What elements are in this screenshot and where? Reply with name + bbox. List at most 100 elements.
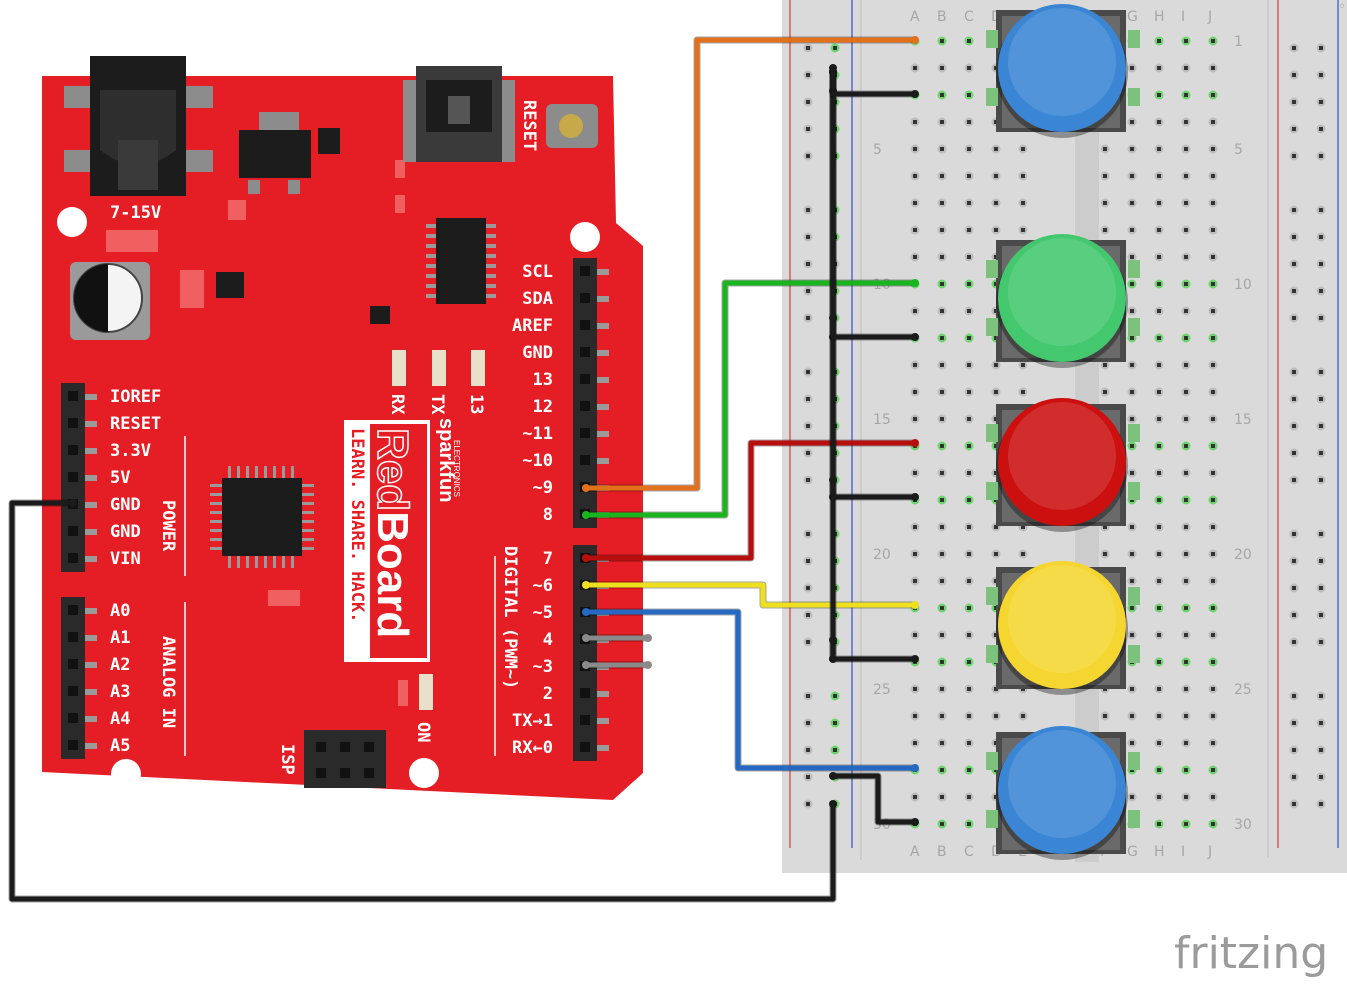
digital-pin-label: ~10: [522, 451, 553, 471]
isp-pin: [364, 768, 374, 778]
button-leg: [986, 482, 998, 500]
usb-connector: [403, 66, 515, 162]
header-pin[interactable]: [68, 472, 78, 482]
header-pin[interactable]: [580, 374, 590, 384]
svg-text:RedBoard: RedBoard: [368, 428, 417, 638]
mount-hole: [57, 207, 87, 237]
button-leg: [986, 810, 998, 828]
on-led-label: ON: [413, 722, 433, 742]
row-number-left: 20: [873, 547, 891, 563]
row-number-right: 1: [1234, 34, 1243, 50]
header-pin[interactable]: [68, 632, 78, 642]
digital-pin-label: SCL: [522, 262, 553, 282]
digital-pin-label: TX→1: [512, 711, 553, 731]
digital-pin-label: 8: [543, 505, 553, 525]
row-number-right: 25: [1234, 682, 1252, 698]
header-pin[interactable]: [580, 347, 590, 357]
isp-pin: [340, 768, 350, 778]
button-cap[interactable]: [998, 398, 1126, 526]
row-number-left: 5: [873, 142, 882, 158]
button-leg: [1128, 88, 1140, 106]
button-cap[interactable]: [998, 234, 1126, 362]
header-pin[interactable]: [68, 418, 78, 428]
pushbutton-blue[interactable]: [986, 726, 1140, 860]
column-label-top: J: [1207, 9, 1212, 25]
button-cap[interactable]: [998, 561, 1126, 689]
power-header-label: POWER: [158, 500, 178, 552]
pushbutton-red[interactable]: [986, 398, 1140, 532]
header-pin[interactable]: [68, 526, 78, 536]
wire-orange-pin9[interactable]: [583, 37, 918, 491]
header-pin[interactable]: [68, 659, 78, 669]
rx-led-label: RX: [387, 394, 407, 415]
digital-pin-label: RX←0: [512, 738, 553, 758]
mount-hole: [409, 758, 439, 788]
header-pin[interactable]: [580, 715, 590, 725]
analog-pin-label: A4: [110, 709, 130, 729]
header-pin[interactable]: [580, 320, 590, 330]
wire-ground-button1[interactable]: [830, 65, 918, 97]
wire-ground-button3[interactable]: [830, 477, 918, 500]
header-pin[interactable]: [68, 686, 78, 696]
row-number-left: 25: [873, 682, 891, 698]
pushbutton-blue[interactable]: [986, 4, 1140, 138]
wire-yellow-pin6[interactable]: [583, 582, 918, 608]
led13-label: 13: [466, 394, 486, 414]
digital-pin-label: ~6: [533, 576, 553, 596]
wire-ground-button4[interactable]: [830, 637, 918, 662]
usb-serial-chip: [426, 218, 496, 304]
header-pin[interactable]: [68, 391, 78, 401]
wire-ground-button5[interactable]: [830, 773, 918, 825]
isp-pin: [364, 742, 374, 752]
header-pin[interactable]: [580, 293, 590, 303]
pushbutton-green[interactable]: [986, 234, 1140, 368]
sparkfun-text: sparkfun: [435, 418, 457, 502]
pushbuttons: [986, 4, 1140, 860]
isp-header: [304, 730, 386, 788]
digital-header-low: [573, 545, 597, 761]
digital-pin-label: 4: [543, 630, 553, 650]
wire-end: [911, 655, 919, 663]
header-pin[interactable]: [580, 742, 590, 752]
header-pin[interactable]: [580, 266, 590, 276]
logo-board-text: Board: [368, 511, 417, 638]
wire-end: [911, 36, 919, 44]
button-leg: [986, 645, 998, 663]
header-pin[interactable]: [68, 553, 78, 563]
header-pin[interactable]: [580, 428, 590, 438]
analog-pin-label: A1: [110, 628, 130, 648]
tagline: LEARN. SHARE. HACK.: [347, 428, 367, 622]
header-pin[interactable]: [580, 401, 590, 411]
button-highlight: [1008, 565, 1116, 673]
header-pin[interactable]: [68, 740, 78, 750]
header-pin[interactable]: [580, 688, 590, 698]
column-label-top: A: [910, 9, 920, 25]
wire-green-pin8[interactable]: [583, 280, 918, 518]
header-pin[interactable]: [68, 605, 78, 615]
button-leg: [1128, 30, 1140, 48]
wire-end: [69, 499, 77, 507]
column-label-top: I: [1181, 9, 1185, 25]
button-cap[interactable]: [998, 726, 1126, 854]
wire-ground-button2[interactable]: [830, 315, 918, 340]
button-highlight: [1008, 8, 1116, 116]
button-highlight: [1008, 402, 1116, 510]
pushbutton-yellow[interactable]: [986, 561, 1140, 695]
button-leg: [1128, 424, 1140, 442]
wire-blue-pin5[interactable]: [583, 609, 918, 771]
wire-end: [582, 581, 590, 589]
row-number-right: 30: [1234, 817, 1252, 833]
header-pin[interactable]: [68, 445, 78, 455]
wire-end: [582, 608, 590, 616]
header-pin[interactable]: [68, 713, 78, 723]
wire-gnd-main[interactable]: [9, 500, 836, 902]
header-pin[interactable]: [580, 455, 590, 465]
digital-pin-label: 13: [533, 370, 553, 390]
digital-pin-label: ~11: [522, 424, 553, 444]
reset-button[interactable]: [546, 104, 598, 148]
button-cap[interactable]: [998, 4, 1126, 132]
column-label-top: H: [1154, 9, 1165, 25]
button-leg: [1128, 645, 1140, 663]
power-pin-label: GND: [110, 495, 141, 515]
